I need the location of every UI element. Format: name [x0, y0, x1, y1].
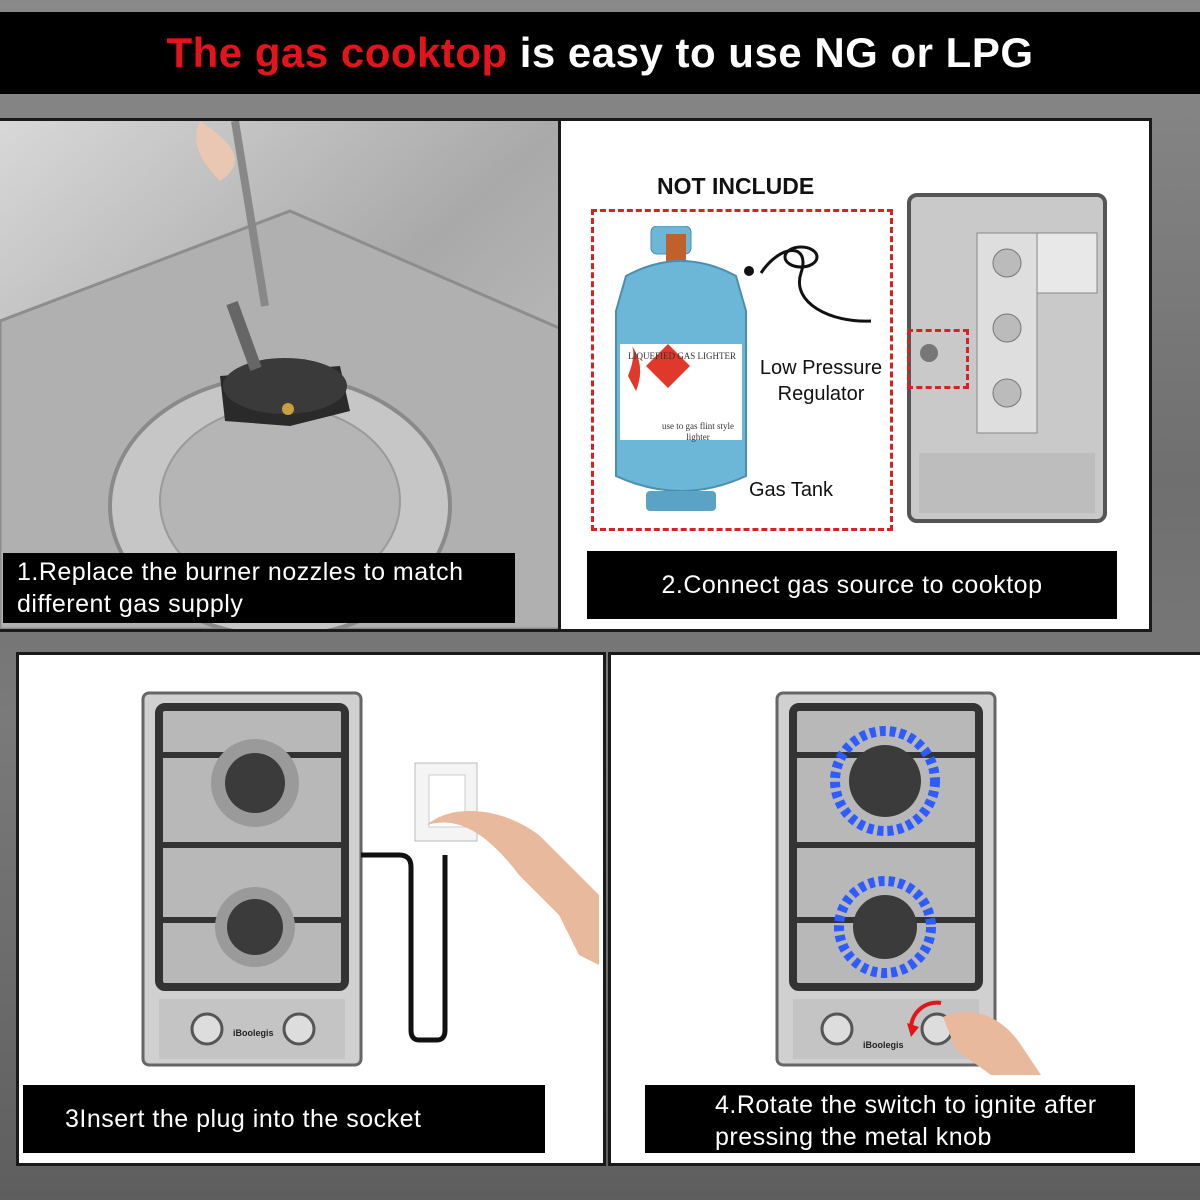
tank-label-bottom: use to gas flint style lighter — [662, 421, 734, 442]
step-3-panel: iBoolegis 3Insert the plug into the sock… — [16, 652, 606, 1166]
step-1-caption: 1.Replace the burner nozzles to match di… — [3, 553, 515, 623]
step-2-panel: NOT INCLUDE LIQUEFIED GAS LIGHTER use to… — [558, 118, 1152, 632]
not-included-label: NOT INCLUDE — [657, 173, 815, 199]
gas-tank-icon — [615, 226, 747, 511]
regulator-hose-icon — [744, 245, 872, 323]
title-highlight: The gas cooktop — [166, 29, 508, 76]
step-4-caption: 4.Rotate the switch to ignite after pres… — [645, 1085, 1135, 1153]
tank-label-top: LIQUEFIED GAS LIGHTER — [628, 351, 736, 361]
title-banner: The gas cooktop is easy to use NG or LPG — [0, 12, 1200, 94]
regulator-label: Low Pressure Regulator — [759, 357, 883, 405]
gas-inlet-highlight — [907, 329, 969, 389]
burner-nozzle-photo — [0, 121, 566, 629]
lit-cooktop-photo — [775, 691, 1041, 1075]
step-2-caption: 2.Connect gas source to cooktop — [587, 551, 1117, 619]
brand-logo: iBoolegis — [863, 1040, 904, 1050]
cooktop-with-plug-photo — [141, 691, 599, 1067]
brand-logo: iBoolegis — [233, 1028, 274, 1038]
step-4-panel: iBoolegis 4.Rotate the switch to ignite … — [608, 652, 1200, 1166]
not-included-box — [591, 209, 893, 531]
title-rest: is easy to use NG or LPG — [519, 29, 1034, 76]
step-1-panel: 1.Replace the burner nozzles to match di… — [0, 118, 569, 632]
step-3-caption: 3Insert the plug into the socket — [23, 1085, 545, 1153]
tank-label: Gas Tank — [748, 479, 834, 501]
